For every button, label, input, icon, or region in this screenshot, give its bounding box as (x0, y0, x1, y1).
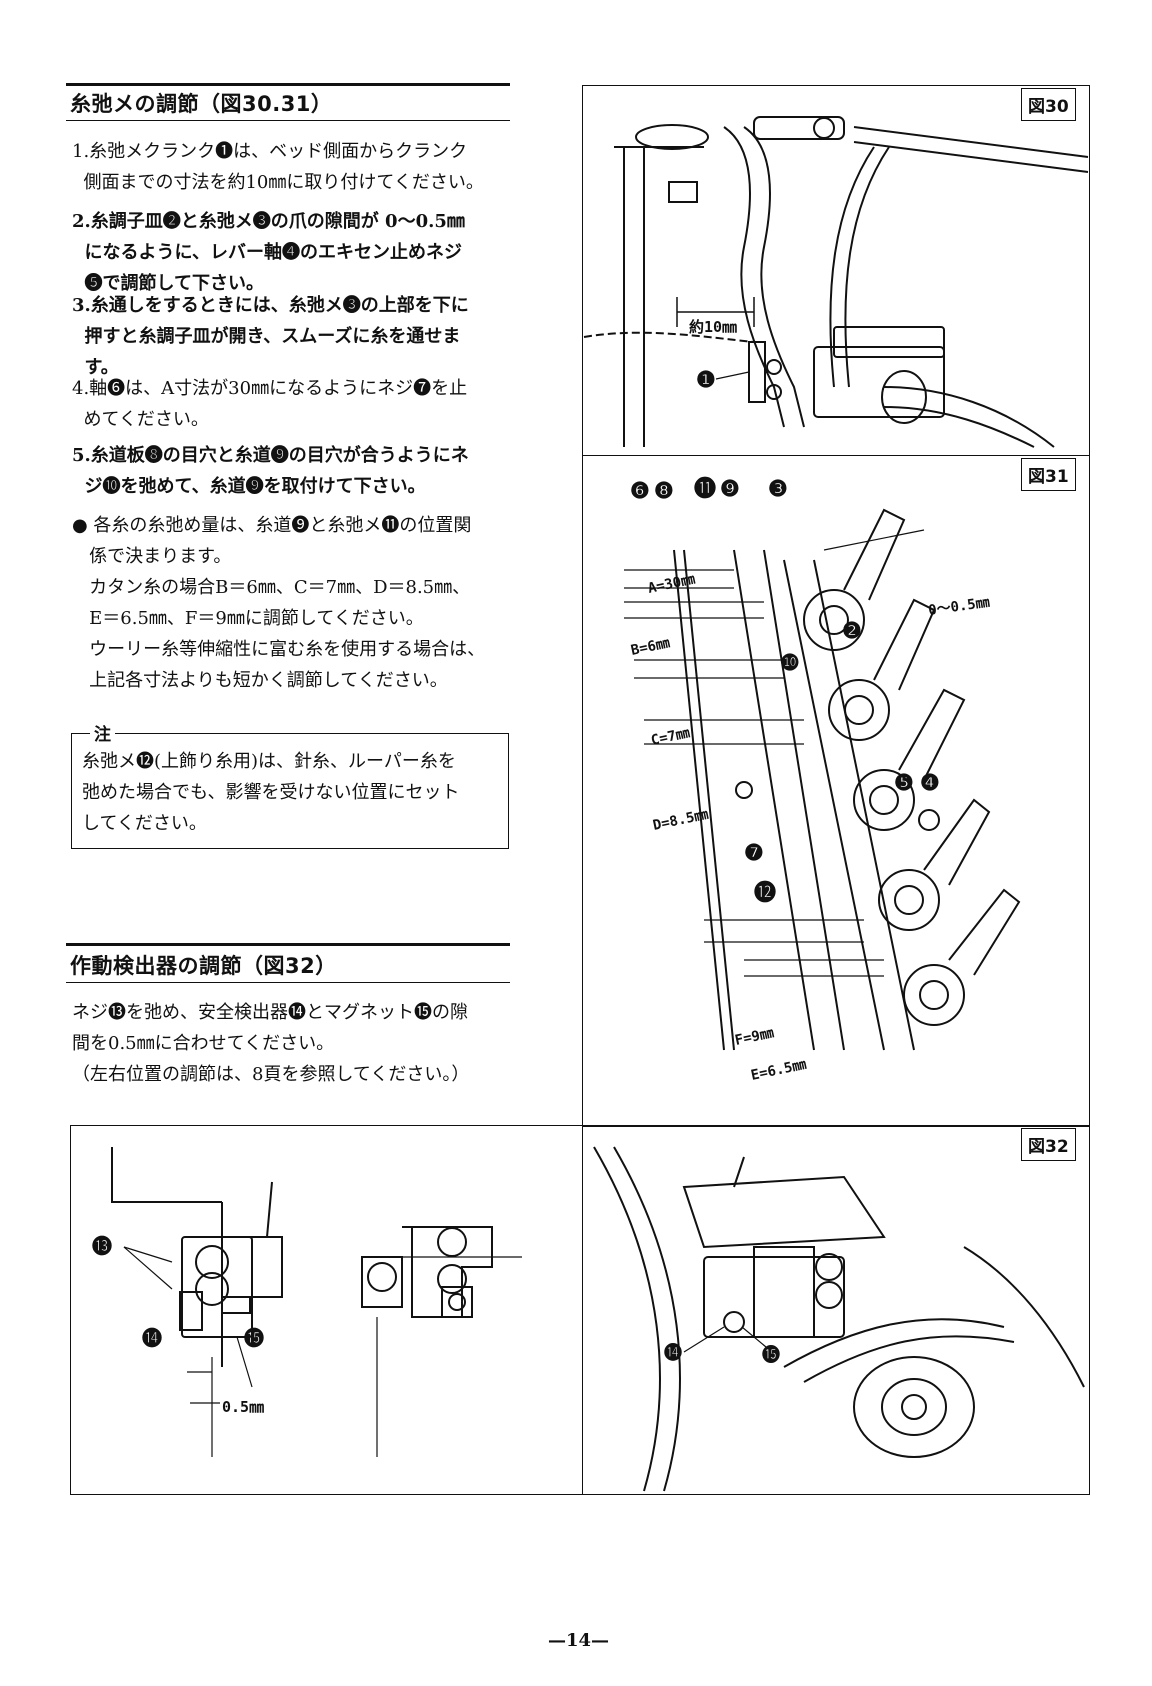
fig31-callout-2: ❷ (842, 619, 862, 644)
fig32-photo-callout-15: ⓯ (762, 1345, 780, 1366)
bullet-text: ● 各糸の糸弛め量は、糸道❾と糸弛メ⓫の位置関 係で決まります。 カタン糸の場合… (72, 515, 486, 691)
fig31-callout-7: ❼ (744, 841, 764, 866)
fig31-dim-c: C=7㎜ (650, 725, 692, 749)
fig32-label: 図32 (1021, 1128, 1076, 1161)
section2-rule-bottom (66, 982, 510, 983)
fig31-illustration: ❻ ❽ ⓫ ❾ ❸ ❷ ❿ ❺ ❹ ❼ ⓬ A=30㎜ B=6㎜ C=7㎜ D=… (624, 477, 1021, 1084)
fig32-dim-gap: 0.5㎜ (222, 1398, 264, 1416)
fig32-illustration: ⓮ ⓯ (593, 1146, 1085, 1492)
section1-rule-bottom (66, 120, 510, 121)
fig31-callout-11: ⓫ (694, 477, 716, 502)
fig32-callout-13: ⓭ (92, 1234, 112, 1258)
fig32-callout-14: ⓮ (142, 1326, 162, 1350)
fig31-dim-e: E=6.5㎜ (750, 1057, 808, 1084)
fig32-diagram: ⓭ ⓮ ⓯ 0.5㎜ (92, 1147, 522, 1457)
section1-title: 糸弛メの調節（図30.31） (70, 92, 333, 116)
fig32-callout-15: ⓯ (244, 1326, 264, 1350)
fig30-label: 図30 (1021, 88, 1076, 121)
fig31-dim-f: F=9㎜ (734, 1025, 776, 1049)
step-2: 2.糸調子皿❷と糸弛メ❸の爪の隙間が 0～0.5㎜ になるように、レバー軸❹のエ… (72, 211, 465, 294)
note-label: 注 (90, 720, 115, 745)
fig31-callout-5: ❺ (894, 771, 914, 796)
step-1: 1.糸弛メクランク❶は、ベッド側面からクランク 側面までの寸法を約10㎜に取り付… (72, 141, 484, 193)
section1-rule-top (66, 83, 510, 86)
fig31-callout-4: ❹ (920, 771, 940, 796)
fig31-callout-10: ❿ (780, 651, 800, 676)
fig31-callout-9: ❾ (720, 477, 740, 502)
section2-title: 作動検出器の調節（図32） (70, 954, 337, 978)
step-5: 5.糸道板❽の目穴と糸道❾の目穴が合うようにネ ジ❿を弛めて、糸道❾を取付けて下… (72, 445, 469, 497)
fig31-callout-12: ⓬ (754, 880, 776, 906)
fig31-dim-gap: 0～0.5㎜ (927, 595, 990, 619)
fig31-callout-3: ❸ (768, 477, 788, 502)
fig32-photo-callout-14: ⓮ (664, 1343, 682, 1364)
fig31-label: 図31 (1021, 458, 1076, 491)
note-box (71, 733, 509, 849)
fig31-callout-8: ❽ (654, 479, 674, 504)
fig30-illustration: 約10㎜ ❶ (583, 116, 1089, 448)
figure-32-divider (582, 1125, 583, 1494)
page-number: —14— (548, 1630, 610, 1651)
figure-divider (582, 455, 1090, 456)
fig30-callout-1: ❶ (696, 368, 716, 393)
figure-32-frame (70, 1125, 1090, 1495)
fig30-dim-label: 約10㎜ (689, 318, 737, 336)
fig31-callout-6: ❻ (630, 479, 650, 504)
fig31-dim-b: B=6㎜ (630, 635, 672, 659)
note-text: 糸弛メ⓬(上飾り糸用)は、針糸、ルーパー糸を 弛めた場合でも、影響を受けない位置… (82, 751, 460, 834)
step-4: 4.軸❻は、A寸法が30㎜になるようにネジ❼を止 めてください。 (72, 378, 468, 430)
step-3: 3.糸通しをするときには、糸弛メ❸の上部を下に 押すと糸調子皿が開き、スムーズに… (72, 295, 469, 378)
section2-text: ネジ⓭を弛め、安全検出器⓮とマグネット⓯の隙 間を0.5㎜に合わせてください。 … (72, 1002, 470, 1085)
figure-30-31-frame (582, 85, 1090, 1127)
section2-rule-top (66, 943, 510, 946)
